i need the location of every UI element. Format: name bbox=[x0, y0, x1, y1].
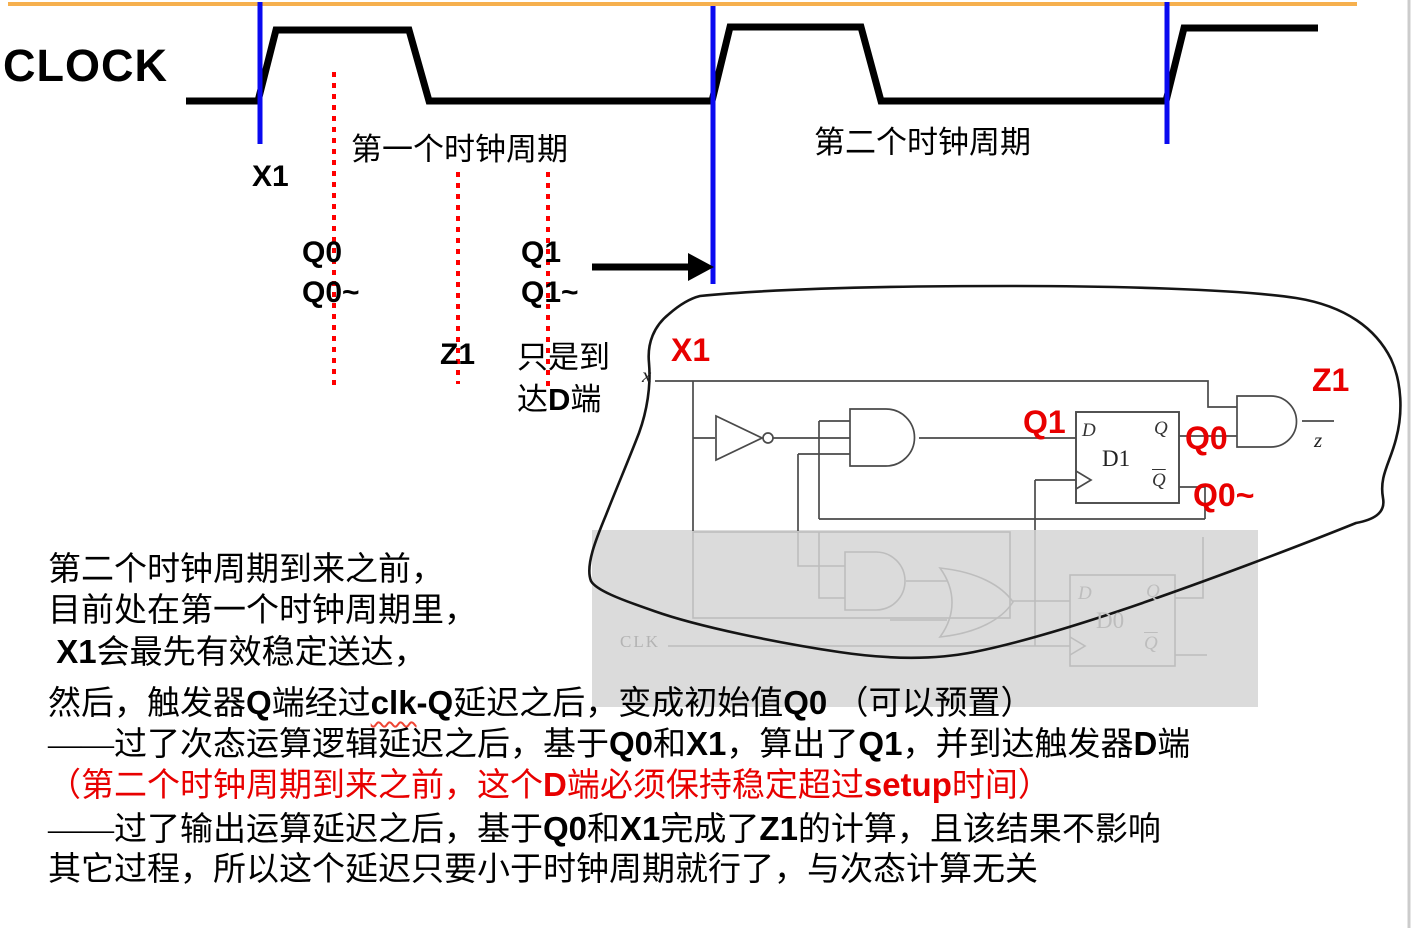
faint-wire bbox=[1175, 537, 1204, 599]
not-gate bbox=[715, 414, 764, 462]
d0-qbar-pin-label: Q bbox=[1144, 633, 1158, 654]
clock-label: CLOCK bbox=[3, 40, 168, 91]
paragraph-line-2: 目前处在第一个时钟周期里， bbox=[48, 593, 477, 629]
circuit-z1-label: Z1 bbox=[1312, 362, 1350, 398]
hand-drawn-blob bbox=[588, 284, 1402, 659]
circuit-diagram bbox=[655, 380, 1334, 531]
q0-bar-label: Q0~ bbox=[302, 276, 360, 309]
d1-d-pin-label: D bbox=[1082, 420, 1096, 441]
d1-qbar-pin-label: Q bbox=[1152, 470, 1166, 491]
grayed-secondary-circuit bbox=[668, 530, 1207, 667]
circuit-q1-label: Q1 bbox=[1023, 404, 1066, 440]
and-gate-2 bbox=[1236, 395, 1298, 448]
timing-markers bbox=[332, 72, 550, 386]
paragraph-line-6-red: （第二个时钟周期到来之前，这个D端必须保持稳定超过setup时间） bbox=[48, 766, 1051, 804]
arrow-head bbox=[688, 253, 714, 281]
z1-note-line1: 只是到 bbox=[517, 340, 610, 375]
x1-label: X1 bbox=[252, 160, 289, 193]
d1-flipflop bbox=[1075, 411, 1180, 504]
d0-d-pin-label: D bbox=[1078, 583, 1092, 604]
and-gate-1 bbox=[849, 408, 916, 467]
z-port-label: z bbox=[1314, 428, 1323, 452]
not-gate-bubble bbox=[762, 432, 774, 444]
period2-label: 第二个时钟周期 bbox=[814, 125, 1031, 160]
d0-q-pin-label: Q bbox=[1146, 581, 1160, 602]
paragraph-line-3: X1会最先有效稳定送达， bbox=[56, 633, 427, 671]
faint-and-gate bbox=[844, 551, 906, 611]
faint-wire bbox=[797, 532, 845, 567]
faint-logic-box bbox=[692, 531, 1011, 619]
circuit-x1-label: X1 bbox=[671, 332, 711, 368]
z1-label: Z1 bbox=[440, 338, 476, 371]
x-port-label: x bbox=[642, 363, 652, 387]
circuit-q0-bar-label: Q0~ bbox=[1193, 477, 1255, 513]
q1-bar-label: Q1~ bbox=[521, 276, 579, 309]
paragraph-line-8: 其它过程，所以这个延迟只要小于时钟周期就行了，与次态计算无关 bbox=[48, 852, 1038, 888]
faint-d0-flipflop bbox=[1069, 574, 1176, 667]
clock-signal-trace bbox=[186, 23, 1318, 105]
arrow-to-edge2 bbox=[592, 253, 714, 281]
d0-name-label: D0 bbox=[1096, 608, 1125, 633]
faint-wire bbox=[818, 532, 845, 599]
d1-name-label: D1 bbox=[1102, 446, 1131, 471]
q0-label: Q0 bbox=[302, 236, 343, 269]
clk-label: CLK bbox=[620, 632, 660, 651]
z1-note-line2: 达D端 bbox=[517, 382, 602, 417]
d1-q-pin-label: Q bbox=[1154, 418, 1168, 439]
faint-clock-triangle bbox=[1069, 636, 1087, 656]
clock-waveform bbox=[186, 2, 1318, 284]
paragraph-line-4: 然后，触发器Q端经过clk-Q延迟之后，变成初始值Q0 （可以预置） bbox=[48, 684, 1034, 722]
circuit-q0-label: Q0 bbox=[1185, 420, 1228, 456]
qbar-output-wire bbox=[1179, 486, 1206, 519]
q1-label: Q1 bbox=[521, 236, 562, 269]
clock-triangle bbox=[1075, 470, 1093, 490]
period1-label: 第一个时钟周期 bbox=[351, 132, 568, 167]
x-input-wire bbox=[655, 380, 1237, 408]
paragraph-line-7: ——过了输出运算延迟之后，基于Q0和X1完成了Z1的计算，且该结果不影响 bbox=[48, 810, 1161, 848]
faint-or-gate bbox=[938, 567, 1014, 638]
paragraph-line-1: 第二个时钟周期到来之前， bbox=[48, 552, 444, 588]
paragraph-line-5: ——过了次态运算逻辑延迟之后，基于Q0和X1，算出了Q1，并到达触发器D端 bbox=[48, 725, 1191, 763]
